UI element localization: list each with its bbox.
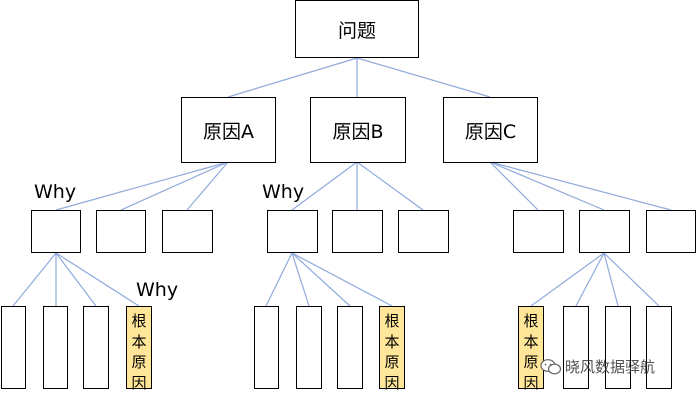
leaf-box (563, 306, 589, 389)
sub-box-c1 (513, 210, 564, 253)
root-cause-char: 因 (523, 373, 539, 392)
leaf-box (296, 306, 322, 389)
root-cause-char: 根 (523, 312, 539, 330)
root-cause-box: 根 本 原 因 (518, 306, 544, 392)
root-cause-char: 本 (131, 332, 147, 351)
root-cause-char: 因 (384, 373, 400, 392)
sub-box-b2 (332, 210, 383, 253)
sub-box-b3 (398, 210, 449, 253)
root-cause-box: 根 本 原 因 (379, 306, 405, 392)
leaf-box (83, 306, 109, 389)
cause-c-box: 原因C (443, 97, 538, 163)
root-cause-char: 根 (131, 312, 147, 330)
cause-a-label: 原因A (203, 120, 254, 143)
root-cause-char: 原 (131, 353, 147, 371)
sub-box-c3 (646, 210, 696, 253)
root-cause-char: 根 (384, 312, 400, 330)
sub-box-a1 (31, 210, 81, 253)
watermark-text: 晓风数据驿航 (565, 358, 656, 376)
why-label-b: Why (262, 181, 305, 203)
leaf-box (43, 306, 68, 389)
cause-b-label: 原因B (332, 120, 384, 143)
cause-b-box: 原因B (310, 97, 406, 163)
why-label-root: Why (136, 279, 179, 301)
leaf-box (1, 306, 26, 389)
root-cause-char: 本 (384, 332, 400, 351)
cause-a-box: 原因A (181, 97, 276, 163)
root-cause-char: 因 (131, 373, 147, 392)
watermark: 晓风数据驿航 (540, 356, 655, 377)
root-cause-box: 根 本 原 因 (126, 306, 152, 392)
wechat-icon (540, 358, 562, 374)
cause-c-label: 原因C (464, 120, 517, 143)
leaf-box (646, 306, 672, 389)
leaf-box (337, 306, 363, 389)
problem-box: 问题 (295, 0, 419, 58)
root-cause-char: 本 (523, 332, 539, 351)
sub-box-c2 (579, 210, 630, 253)
root-cause-char: 原 (523, 353, 539, 371)
leaf-box (605, 306, 631, 389)
sub-box-a3 (162, 210, 213, 253)
problem-label: 问题 (337, 19, 376, 42)
root-cause-char: 原 (384, 353, 400, 371)
why-label-a: Why (34, 181, 77, 203)
sub-box-a2 (96, 210, 146, 253)
leaf-box (254, 306, 279, 389)
sub-box-b1 (267, 210, 318, 253)
